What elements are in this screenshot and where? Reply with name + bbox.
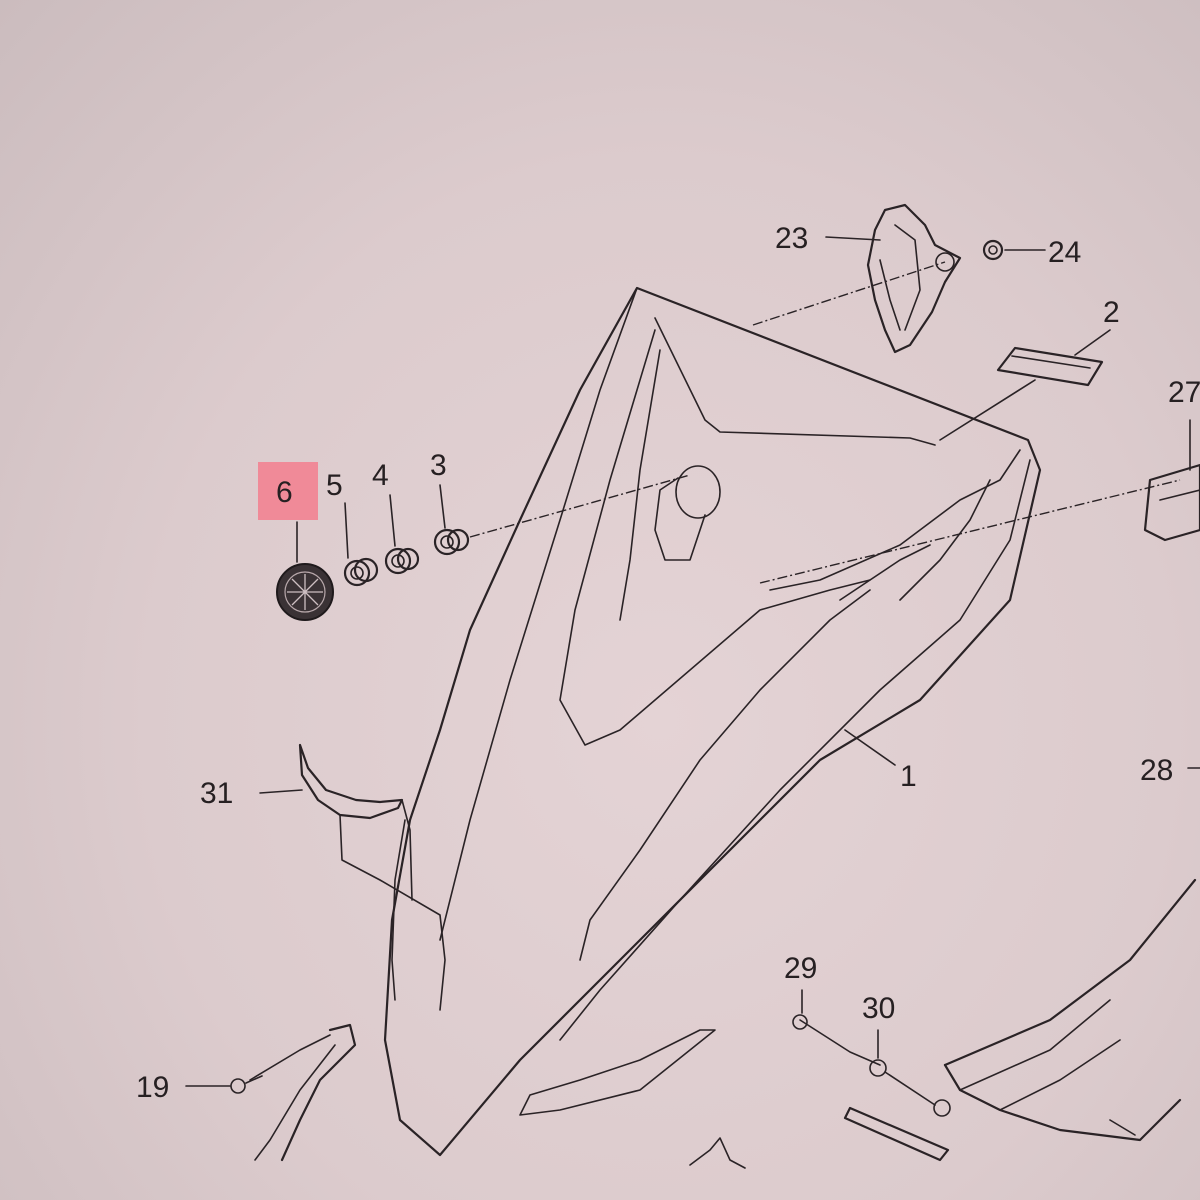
callout-19: 19	[136, 1071, 169, 1104]
callout-24: 24	[1048, 236, 1081, 269]
callout-4: 4	[372, 459, 389, 492]
callout-2: 2	[1103, 296, 1120, 329]
front-cowl-part-1	[383, 286, 1042, 1157]
mount-part-23	[866, 203, 1004, 354]
callout-30: 30	[862, 992, 895, 1025]
callout-5: 5	[326, 469, 343, 502]
callout-28: 28	[1140, 754, 1173, 787]
callout-6-highlight	[258, 462, 318, 520]
inner-duct-part-31	[298, 743, 446, 1011]
callout-1: 1	[900, 760, 917, 793]
clip-part-27	[1143, 419, 1200, 542]
callout-6: 6	[276, 476, 293, 509]
lower-stay-assembly	[689, 878, 1197, 1169]
plate-part-2	[996, 346, 1104, 387]
grommet-stack	[276, 465, 721, 621]
callout-3: 3	[430, 449, 447, 482]
callout-29: 29	[784, 952, 817, 985]
callout-23: 23	[775, 222, 808, 255]
leader-lines	[185, 236, 1200, 1087]
callout-27: 27	[1168, 376, 1200, 409]
left-bracket-part-19	[230, 1023, 357, 1162]
callout-31: 31	[200, 777, 233, 810]
